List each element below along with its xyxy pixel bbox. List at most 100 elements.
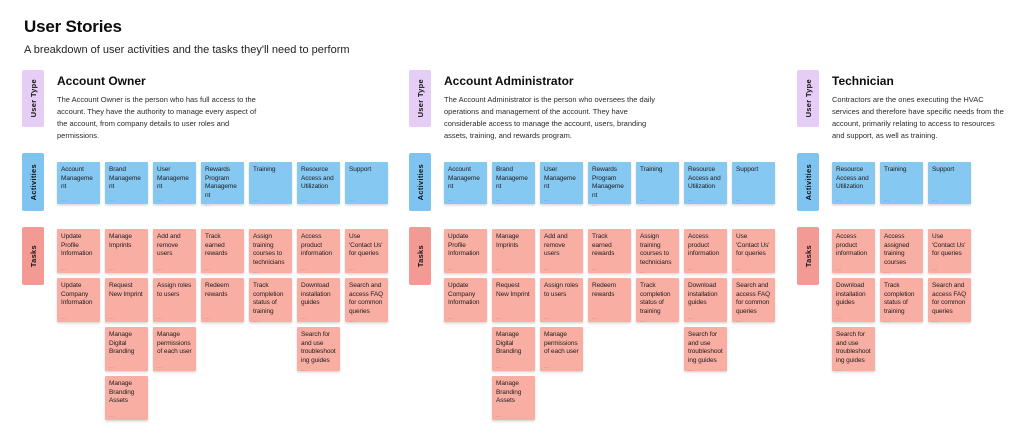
task-column: Use 'Contact Us' for queries .... Search… (732, 229, 775, 420)
task-sticky[interactable]: Request New Imprint .... (105, 278, 148, 322)
task-sticky[interactable]: Update Company Information .... (444, 278, 487, 322)
task-sticky-text: Add and remove users (544, 233, 568, 258)
section-header: Account Owner The Account Owner is the p… (57, 74, 263, 142)
tasks-label[interactable]: Tasks (22, 227, 44, 285)
task-sticky[interactable]: Search and access FAQ for common queries… (345, 278, 388, 323)
task-sticky[interactable]: Use 'Contact Us' for queries .... (928, 229, 971, 273)
task-sticky[interactable]: Assign roles to users .... (153, 278, 196, 322)
task-sticky-text: Assign training courses to technicians (640, 233, 672, 267)
sticky-author-label: .... (496, 315, 501, 320)
task-sticky[interactable]: Update Company Information .... (57, 278, 100, 322)
activity-sticky[interactable]: User Management .... (153, 162, 196, 204)
task-sticky[interactable]: Manage Branding Assets .... (105, 376, 148, 420)
activity-sticky[interactable]: Training .... (636, 162, 679, 204)
task-sticky[interactable]: Assign training courses to technicians .… (636, 229, 679, 274)
activity-sticky[interactable]: Training .... (880, 162, 923, 204)
task-sticky[interactable]: Request New Imprint .... (492, 278, 535, 322)
task-sticky[interactable]: Add and remove users .... (540, 229, 583, 273)
task-sticky-text: Redeem rewards (205, 282, 229, 298)
task-sticky[interactable]: Download installation guides .... (297, 278, 340, 322)
sticky-author-label: .... (253, 318, 258, 323)
task-sticky[interactable]: Download installation guides .... (684, 278, 727, 322)
activity-sticky[interactable]: Support .... (928, 162, 971, 204)
task-sticky[interactable]: Manage permissions of each user .... (540, 327, 583, 371)
sticky-author-label: .... (932, 318, 937, 323)
activities-label[interactable]: Activities (409, 153, 431, 211)
task-sticky[interactable]: Use 'Contact Us' for queries .... (732, 229, 775, 273)
activities-label[interactable]: Activities (797, 153, 819, 211)
user-type-label[interactable]: User Type (797, 70, 819, 127)
activity-sticky[interactable]: Training .... (249, 162, 292, 204)
task-sticky[interactable]: Search for and use troubleshooting guide… (684, 327, 727, 372)
sticky-author-label: .... (544, 315, 549, 320)
activity-sticky[interactable]: Rewards Program Management .... (588, 162, 631, 207)
task-sticky-text: Manage Imprints (496, 233, 519, 249)
activity-sticky[interactable]: Support .... (732, 162, 775, 204)
task-sticky-text: Download installation guides (688, 282, 718, 307)
task-sticky[interactable]: Access product information .... (297, 229, 340, 273)
task-sticky[interactable]: Manage Imprints .... (492, 229, 535, 273)
tasks-label[interactable]: Tasks (797, 227, 819, 285)
sticky-author-label: .... (349, 266, 354, 271)
activity-sticky[interactable]: Account Management .... (444, 162, 487, 204)
activity-sticky[interactable]: Brand Management .... (492, 162, 535, 204)
task-sticky-text: Access product information (301, 233, 333, 258)
task-sticky[interactable]: Access assigned training courses .... (880, 229, 923, 274)
task-sticky[interactable]: Track earned rewards .... (201, 229, 244, 273)
task-sticky[interactable]: Search and access FAQ for common queries… (928, 278, 971, 323)
activity-sticky[interactable]: Resource Access and Utilization .... (832, 162, 875, 204)
task-column: Track earned rewards .... Redeem rewards… (588, 229, 631, 420)
sticky-author-label: .... (496, 266, 501, 271)
task-sticky[interactable]: Search and access FAQ for common queries… (732, 278, 775, 323)
task-column: Manage Imprints .... Request New Imprint… (492, 229, 535, 420)
activity-sticky[interactable]: Resource Access and Utilization .... (297, 162, 340, 204)
task-sticky[interactable]: Manage Digital Branding .... (492, 327, 535, 371)
task-sticky[interactable]: Use 'Contact Us' for queries .... (345, 229, 388, 273)
sticky-author-label: .... (592, 202, 597, 207)
task-sticky-text: Search and access FAQ for common queries (349, 282, 384, 316)
activity-sticky-text: Account Management (448, 166, 480, 191)
task-sticky[interactable]: Search for and use troubleshooting guide… (297, 327, 340, 372)
task-sticky[interactable]: Track earned rewards .... (588, 229, 631, 273)
activity-sticky[interactable]: Support .... (345, 162, 388, 204)
activity-sticky[interactable]: Account Management .... (57, 162, 100, 204)
activity-sticky[interactable]: Brand Management .... (105, 162, 148, 204)
user-type-label-text: User Type (415, 79, 425, 118)
section-name: Account Owner (57, 74, 146, 88)
task-sticky-text: Manage permissions of each user (544, 331, 579, 356)
activity-sticky-text: Rewards Program Management (592, 166, 624, 200)
task-sticky[interactable]: Update Profile Information .... (444, 229, 487, 273)
user-type-label[interactable]: User Type (22, 70, 44, 127)
sticky-author-label: .... (205, 202, 210, 207)
activities-label[interactable]: Activities (22, 153, 44, 211)
task-sticky[interactable]: Manage Digital Branding .... (105, 327, 148, 371)
task-sticky[interactable]: Access product information .... (832, 229, 875, 273)
task-sticky[interactable]: Assign roles to users .... (540, 278, 583, 322)
activity-sticky[interactable]: Resource Access and Utilization .... (684, 162, 727, 204)
activity-sticky-text: Resource Access and Utilization (836, 166, 869, 191)
tasks-label[interactable]: Tasks (409, 227, 431, 285)
task-sticky[interactable]: Search for and use troubleshooting guide… (832, 327, 875, 372)
section-header: Account Administrator The Account Admini… (444, 74, 662, 142)
task-sticky[interactable]: Manage Imprints .... (105, 229, 148, 273)
task-sticky[interactable]: Update Profile Information .... (57, 229, 100, 273)
task-column: Track earned rewards .... Redeem rewards… (201, 229, 244, 420)
task-sticky[interactable]: Assign training courses to technicians .… (249, 229, 292, 274)
activity-sticky[interactable]: User Management .... (540, 162, 583, 204)
activity-sticky[interactable]: Rewards Program Management .... (201, 162, 244, 207)
task-sticky[interactable]: Manage permissions of each user .... (153, 327, 196, 371)
task-sticky[interactable]: Redeem rewards .... (588, 278, 631, 322)
sticky-author-label: .... (640, 197, 645, 202)
task-sticky[interactable]: Redeem rewards .... (201, 278, 244, 322)
task-sticky[interactable]: Track completion status of training .... (249, 278, 292, 323)
task-sticky[interactable]: Download installation guides .... (832, 278, 875, 322)
section-name: Account Administrator (444, 74, 574, 88)
task-sticky[interactable]: Manage Branding Assets .... (492, 376, 535, 420)
sticky-author-label: .... (592, 315, 597, 320)
task-sticky[interactable]: Track completion status of training .... (636, 278, 679, 323)
task-sticky[interactable]: Access product information .... (684, 229, 727, 273)
user-type-label[interactable]: User Type (409, 70, 431, 127)
task-sticky[interactable]: Add and remove users .... (153, 229, 196, 273)
task-sticky[interactable]: Track completion status of training .... (880, 278, 923, 323)
task-column: Access product information .... Download… (832, 229, 875, 372)
